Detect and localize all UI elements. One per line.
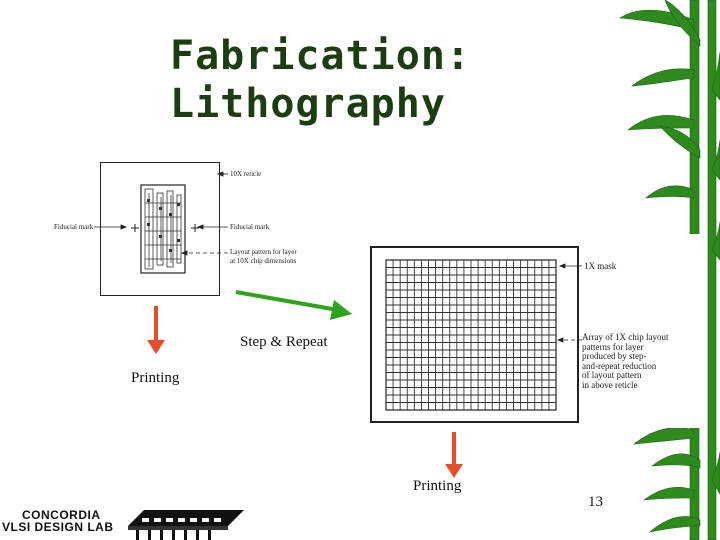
printing-arrow-left bbox=[147, 306, 165, 354]
concordia-vlsi-logo: CONCORDIA VLSI DESIGN LAB bbox=[0, 494, 250, 540]
mask-chip-array-grid bbox=[385, 259, 557, 411]
label-1x-mask: 1X mask bbox=[584, 261, 617, 271]
label-layout-pattern-line2: at 10X chip dimensions bbox=[230, 257, 297, 265]
chip-icon bbox=[128, 510, 244, 540]
logo-line2: VLSI DESIGN LAB bbox=[2, 520, 114, 534]
caption-step-repeat: Step & Repeat bbox=[240, 334, 328, 350]
page-number: 13 bbox=[588, 494, 603, 510]
label-array-line: in above reticle bbox=[582, 379, 638, 390]
label-array-line: and-repeat reduction bbox=[582, 360, 657, 371]
label-array-line: of layout pattern bbox=[582, 370, 642, 380]
mask-frame bbox=[370, 246, 579, 423]
step-repeat-arrow bbox=[235, 290, 352, 320]
label-10x-reticle: 10X reticle bbox=[230, 170, 262, 178]
label-fiducial-left: Fiducial mark bbox=[54, 223, 94, 231]
label-array-description: Array of 1X chip layout patterns for lay… bbox=[582, 332, 669, 390]
label-fiducial-right: Fiducial mark bbox=[230, 223, 270, 231]
label-array-line: patterns for layer bbox=[582, 341, 644, 352]
caption-printing-bottom: Printing bbox=[413, 478, 462, 494]
reticle-frame bbox=[100, 162, 220, 296]
reticle-layout-pattern bbox=[131, 184, 199, 274]
slide-title: Fabrication: Lithography bbox=[170, 33, 471, 127]
caption-printing-left: Printing bbox=[131, 370, 180, 386]
label-layout-pattern-line1: Layout pattern for layer bbox=[230, 248, 297, 256]
label-array-line: Array of 1X chip layout bbox=[582, 332, 669, 342]
printing-arrow-bottom bbox=[445, 432, 463, 478]
label-array-line: produced by step- bbox=[582, 351, 647, 361]
logo-line1: CONCORDIA bbox=[22, 508, 101, 522]
